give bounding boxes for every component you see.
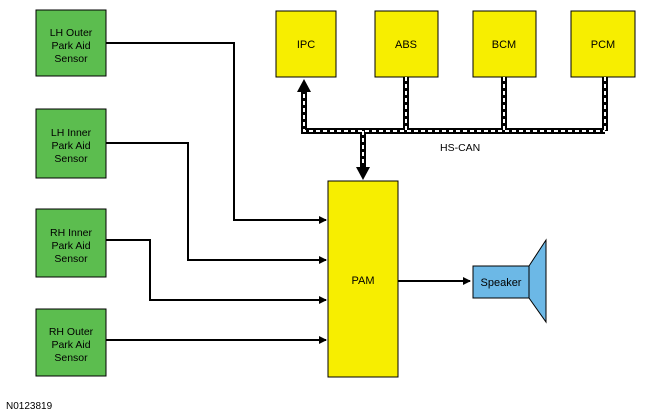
bus-arrowhead-ipc — [297, 79, 311, 92]
module-bcm: BCM — [472, 10, 537, 78]
signal-line-lh-outer — [106, 42, 327, 224]
sensor-rh-outer: RH Outer Park Aid Sensor — [35, 308, 107, 377]
sensor-label-line: Sensor — [54, 153, 88, 165]
module-label: IPC — [297, 39, 315, 51]
sensor-label-line: Park Aid — [51, 339, 90, 351]
sensor-label-line: Park Aid — [51, 140, 90, 152]
sensor-lh-outer: LH Outer Park Aid Sensor — [35, 9, 107, 77]
signal-line-rh-inner — [106, 239, 327, 304]
sensor-label-line: Park Aid — [51, 40, 90, 52]
module-label: ABS — [395, 39, 417, 51]
bus-arrowhead-pam — [356, 167, 370, 180]
sensor-lh-inner: LH Inner Park Aid Sensor — [35, 108, 107, 179]
sensor-label-line: Sensor — [54, 352, 88, 364]
module-label: BCM — [492, 39, 516, 51]
sensor-label-line: Sensor — [54, 253, 88, 265]
pam-label: PAM — [351, 275, 374, 287]
sensor-label-line: RH Outer — [49, 326, 94, 338]
sensor-label-line: LH Inner — [51, 127, 92, 139]
sensor-label-line: RH Inner — [50, 227, 93, 239]
module-abs: ABS — [374, 10, 439, 78]
speaker-icon: Speaker — [472, 238, 547, 324]
module-label: PCM — [591, 39, 615, 51]
figure-reference-id: N0123819 — [6, 401, 53, 412]
module-pcm: PCM — [570, 10, 636, 78]
signal-line-lh-inner — [106, 142, 327, 264]
module-pam: PAM — [327, 180, 399, 378]
sensor-label-line: Park Aid — [51, 240, 90, 252]
sensor-rh-inner: RH Inner Park Aid Sensor — [35, 208, 107, 278]
sensor-label-line: LH Outer — [50, 27, 93, 39]
sensor-label-line: Sensor — [54, 53, 88, 65]
hs-can-bus — [297, 77, 608, 180]
speaker-label: Speaker — [481, 277, 522, 289]
hs-can-label: HS-CAN — [440, 142, 480, 154]
module-ipc: IPC — [275, 10, 337, 78]
sensor-signal-lines — [106, 42, 327, 344]
